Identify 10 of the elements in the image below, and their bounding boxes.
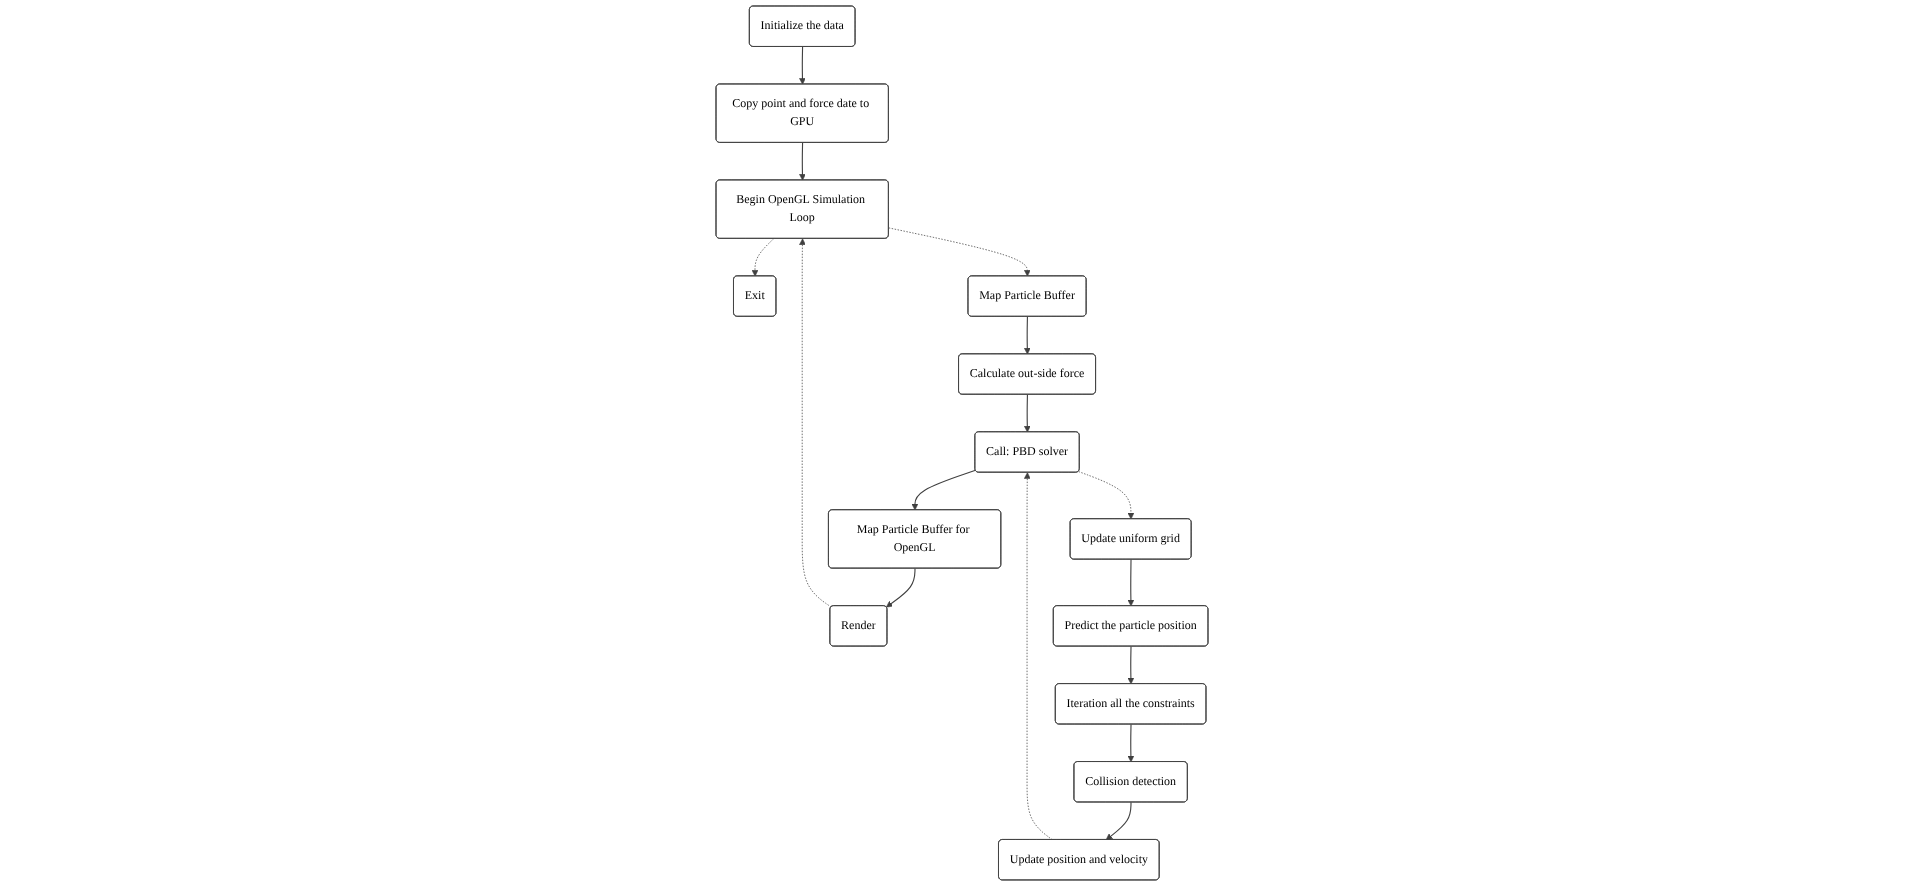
arrow <box>1126 559 1134 607</box>
arrow <box>798 46 805 85</box>
arrow <box>1104 801 1131 841</box>
arrow <box>885 568 915 608</box>
arrow <box>1126 723 1134 763</box>
arrow <box>1126 645 1134 685</box>
arrow <box>910 469 976 511</box>
arrow <box>1023 316 1030 355</box>
arrow <box>798 142 805 181</box>
arrow <box>1023 394 1030 433</box>
